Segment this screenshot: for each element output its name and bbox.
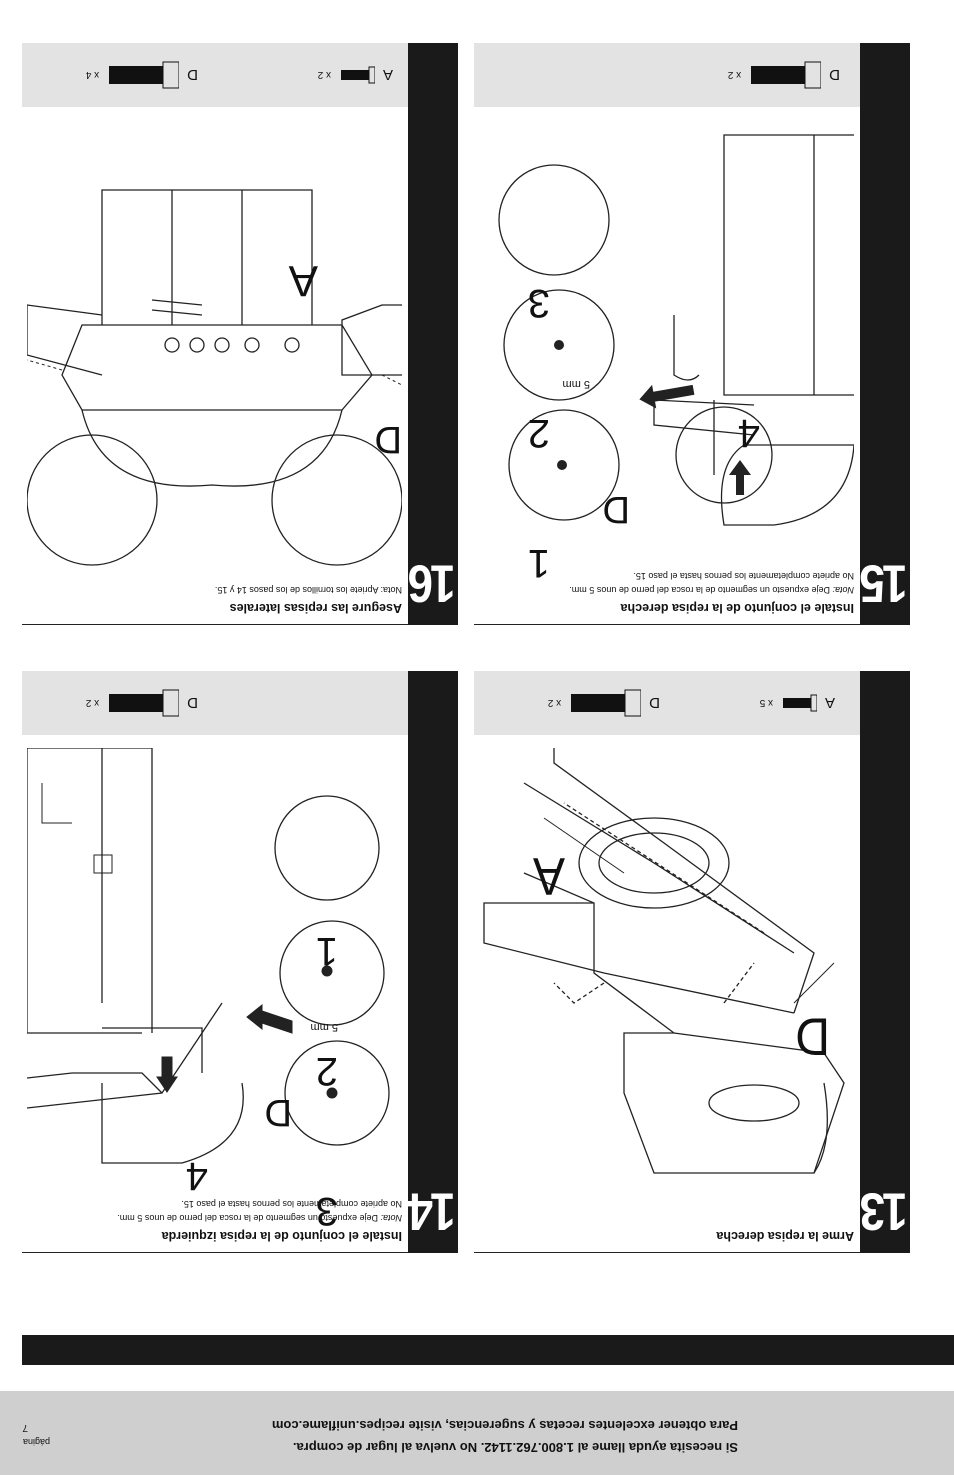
- step-rule: [474, 624, 860, 625]
- part-letter: D: [649, 694, 660, 712]
- step-14-panel: 14 Instale el conjunto de la repisa izqu…: [22, 671, 458, 1253]
- part-qty: x 2: [85, 697, 100, 709]
- part-qty: x 2: [317, 69, 331, 81]
- detail-number-1: 1: [527, 541, 550, 585]
- part-d: D x 4: [86, 43, 198, 107]
- page-number: 7: [22, 1422, 28, 1433]
- step-number-bar: 13: [860, 671, 910, 1253]
- bolt-icon: [340, 66, 375, 84]
- step-number: 16: [410, 554, 456, 614]
- step-title: Instale el conjunto de la repisa izquier…: [161, 1229, 402, 1243]
- step-rule: [22, 1252, 408, 1253]
- right-shelf-illustration: [498, 134, 854, 526]
- bolt-icon: [109, 689, 180, 717]
- bolt-icon: [751, 61, 822, 89]
- part-qty: x 2: [547, 697, 562, 709]
- measure-label: 5 mm: [310, 1021, 339, 1033]
- note-label: Nota:: [380, 1213, 402, 1223]
- bolt-icon: [782, 694, 817, 712]
- bolt-icon: [571, 689, 642, 717]
- step-rule: [474, 1252, 860, 1253]
- step-number: 15: [862, 554, 908, 614]
- parts-strip: D x 2: [22, 671, 408, 735]
- part-qty: x 2: [727, 69, 742, 81]
- callout-d: D: [602, 488, 630, 530]
- callout-a: A: [288, 256, 318, 305]
- part-letter: A: [382, 66, 393, 84]
- footer: Si necesita ayuda llame al 1.800.762.114…: [0, 1391, 954, 1475]
- part-d: D x 2: [86, 671, 198, 735]
- callout-d: D: [795, 1006, 830, 1065]
- step-16-panel: 16 Asegure las repisas laterales Nota: A…: [22, 43, 458, 625]
- shelf-assembly-illustration: [483, 748, 845, 1174]
- part-a: A x 5: [760, 671, 835, 735]
- note-label: Nota:: [832, 585, 854, 595]
- page-label: página: [22, 1437, 50, 1447]
- step-15-panel: 15 Instale el conjunto de la repisa dere…: [474, 43, 910, 625]
- step-title: Instale el conjunto de la repisa derecha: [620, 601, 854, 615]
- detail-number-3: 3: [315, 1189, 338, 1233]
- footer-help-line: Si necesita ayuda llame al 1.800.762.114…: [292, 1440, 738, 1455]
- step-number: 14: [410, 1182, 456, 1242]
- part-a: A x 2: [318, 43, 393, 107]
- section-divider-bar: [22, 1335, 954, 1365]
- step-title: Asegure las repisas laterales: [229, 601, 402, 615]
- parts-strip: D x 2: [474, 43, 860, 107]
- step-13-panel: 13 Arme la repisa derecha A D: [474, 671, 910, 1253]
- part-qty: x 4: [85, 69, 100, 81]
- left-shelf-illustration: [27, 748, 390, 1164]
- part-qty: x 5: [759, 697, 773, 709]
- step-rule: [22, 624, 408, 625]
- step-number-bar: 14: [408, 671, 458, 1253]
- step-number-bar: 15: [860, 43, 910, 625]
- detail-number-3: 3: [527, 281, 550, 325]
- detail-number-2: 2: [315, 1049, 338, 1093]
- parts-strip: A x 2 D x 4: [22, 43, 408, 107]
- part-letter: D: [187, 694, 198, 712]
- detail-number-2: 2: [527, 411, 550, 455]
- part-d: D x 2: [728, 43, 840, 107]
- side-shelves-illustration: [27, 189, 402, 566]
- part-letter: D: [829, 66, 840, 84]
- part-d: D x 2: [548, 671, 660, 735]
- step-note: Nota: Apriete los tornillos de los pasos…: [214, 585, 402, 595]
- detail-number-4: 4: [185, 1154, 208, 1198]
- footer-recipes-line: Para obtener excelentes recetas y sugere…: [271, 1418, 738, 1433]
- measure-label: 5 mm: [562, 378, 591, 390]
- part-letter: A: [824, 694, 835, 712]
- step-number-bar: 16: [408, 43, 458, 625]
- callout-d: D: [264, 1091, 292, 1133]
- step-number: 13: [862, 1182, 908, 1242]
- part-letter: D: [187, 66, 198, 84]
- detail-number-1: 1: [315, 929, 338, 973]
- detail-number-4: 4: [737, 411, 760, 455]
- note-line: Deje expuesto un segmento de la rosca de…: [117, 1213, 378, 1223]
- step-title: Arme la repisa derecha: [716, 1229, 854, 1243]
- bolt-icon: [109, 61, 180, 89]
- note-line: Deje expuesto un segmento de la rosca de…: [569, 585, 830, 595]
- callout-a: A: [532, 846, 565, 905]
- callout-d: D: [374, 418, 402, 460]
- parts-strip: A x 5 D x 2: [474, 671, 860, 735]
